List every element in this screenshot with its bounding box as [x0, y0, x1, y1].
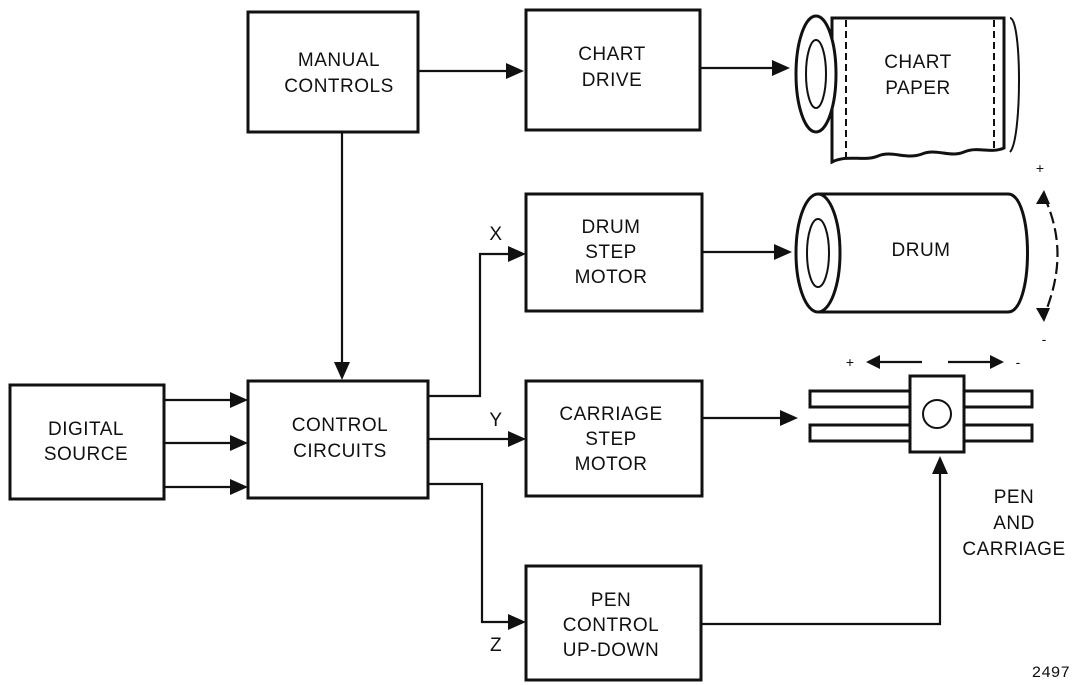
drum-step-motor-label-3: MOTOR: [575, 267, 648, 288]
drum-step-motor-label-2: STEP: [585, 242, 637, 263]
chart-paper-roll: [794, 14, 1020, 165]
control-circuits-label-1: CONTROL: [292, 415, 388, 436]
drum-rotation-arrow: [1036, 190, 1059, 322]
drum-plus-sign: +: [1036, 160, 1044, 176]
pen-control-label-2: CONTROL: [563, 615, 659, 636]
carriage-plus-sign: +: [846, 354, 854, 370]
manual-controls-box: [246, 10, 420, 134]
pen-and-carriage-label-2: AND: [993, 513, 1035, 534]
carriage-step-motor-box: [524, 379, 704, 498]
control-circuits-box: [246, 379, 430, 500]
pen-control-label-3: UP-DOWN: [563, 640, 659, 661]
digital-source-box: [8, 383, 166, 501]
drum-step-motor-label-1: DRUM: [582, 217, 641, 238]
pen-carriage-assembly: [808, 374, 1034, 454]
digital-source-label-1: DIGITAL: [48, 419, 124, 440]
manual-controls-label-2: CONTROLS: [284, 76, 394, 97]
chart-drive-box: [524, 8, 702, 132]
pen-and-carriage-label-1: PEN: [994, 487, 1035, 508]
carriage-step-motor-label-3: MOTOR: [575, 454, 648, 475]
drum-cylinder: [794, 192, 1029, 314]
chart-paper-label-1: CHART: [884, 52, 952, 73]
carriage-minus-sign: -: [1016, 354, 1021, 370]
digital-source-label-2: SOURCE: [44, 444, 128, 465]
figure-number: 2497: [1032, 664, 1070, 682]
chart-drive-label-1: CHART: [578, 44, 646, 65]
carriage-step-motor-label-2: STEP: [585, 429, 637, 450]
carriage-direction-arrows: [866, 355, 1004, 369]
line-pen-control-to-pen: [701, 474, 942, 626]
chart-paper-label-2: PAPER: [885, 78, 951, 99]
z-axis-label: Z: [490, 635, 502, 656]
drum-step-motor-box: [524, 192, 704, 313]
drum-label: DRUM: [892, 240, 951, 261]
drum-minus-sign: -: [1042, 331, 1047, 347]
y-axis-label: Y: [489, 410, 502, 431]
manual-controls-label-1: MANUAL: [298, 50, 380, 71]
chart-drive-label-2: DRIVE: [582, 70, 643, 91]
line-control-to-drum-motor: [428, 252, 508, 398]
pen-control-label-1: PEN: [591, 590, 632, 611]
line-control-to-pen-control: [428, 482, 508, 624]
x-axis-label: X: [489, 224, 502, 245]
carriage-step-motor-label-1: CARRIAGE: [559, 404, 662, 425]
control-circuits-label-2: CIRCUITS: [293, 441, 387, 462]
pen-and-carriage-label-3: CARRIAGE: [962, 539, 1065, 560]
